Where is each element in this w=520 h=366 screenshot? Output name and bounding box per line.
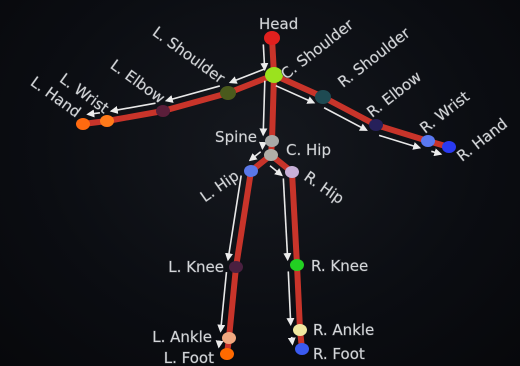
joint-c-hip xyxy=(264,149,278,161)
label-head: Head xyxy=(259,15,298,33)
arrow-head-c_shoulder xyxy=(263,44,264,69)
joint-l-ankle xyxy=(222,332,236,344)
label-r-elbow: R. Elbow xyxy=(363,68,425,122)
label-r-knee: R. Knee xyxy=(311,257,368,275)
label-r-foot: R. Foot xyxy=(313,345,365,363)
joint-l-shoulder xyxy=(220,86,236,100)
arrow-r_wrist-r_hand xyxy=(431,151,440,154)
label-r-wrist: R. Wrist xyxy=(416,87,473,137)
arrow-c_hip-l_hip xyxy=(250,152,261,161)
joint-r-wrist xyxy=(421,135,435,147)
label-r-hand: R. Hand xyxy=(453,115,511,165)
bone-l_hip-l_knee xyxy=(236,171,251,267)
arrow-l_ankle-l_foot xyxy=(219,343,220,347)
joint-r-hip xyxy=(285,166,299,178)
label-l-knee: L. Knee xyxy=(168,258,224,276)
joint-l-knee xyxy=(229,261,243,273)
bone-r_hip-r_knee xyxy=(292,172,297,265)
arrow-l_knee-l_ankle xyxy=(221,272,227,331)
joint-l-foot xyxy=(220,348,234,360)
label-l-foot: L. Foot xyxy=(164,349,214,366)
joint-l-elbow xyxy=(156,105,170,117)
bone-l_elbow-l_wrist xyxy=(107,111,163,121)
joint-r-knee xyxy=(290,259,304,271)
label-c-hip: C. Hip xyxy=(286,141,331,159)
arrow-c_hip-r_hip xyxy=(270,166,282,175)
joint-r-ankle xyxy=(293,324,307,336)
joint-r-shoulder xyxy=(315,90,331,104)
bone-r_knee-r_ankle xyxy=(297,265,300,330)
label-r-ankle: R. Ankle xyxy=(313,321,374,339)
label-l-shoulder: L. Shoulder xyxy=(149,23,229,88)
joint-r-elbow xyxy=(369,119,383,131)
label-l-ankle: L. Ankle xyxy=(152,328,212,346)
bone-c_shoulder-spine xyxy=(272,75,274,141)
arrow-l_elbow-l_wrist xyxy=(111,103,155,111)
label-l-elbow: L. Elbow xyxy=(107,56,168,107)
arrow-r_knee-r_ankle xyxy=(288,271,290,324)
joint-head xyxy=(264,31,280,45)
joint-l-hand xyxy=(76,118,90,130)
joint-r-foot xyxy=(295,343,309,355)
arrow-r_ankle-r_foot xyxy=(292,337,293,344)
label-r-hip: R. Hip xyxy=(301,168,348,208)
arrow-r_hip-r_knee xyxy=(283,178,287,259)
bone-l_shoulder-l_elbow xyxy=(163,93,228,111)
joint-spine xyxy=(265,135,279,147)
bone-l_knee-l_ankle xyxy=(229,267,236,338)
label-spine: Spine xyxy=(215,128,257,146)
arrow-c_shoulder-spine xyxy=(263,81,265,135)
joint-l-wrist xyxy=(100,115,114,127)
label-l-hip: L. Hip xyxy=(197,167,242,206)
joint-l-hip xyxy=(244,165,258,177)
